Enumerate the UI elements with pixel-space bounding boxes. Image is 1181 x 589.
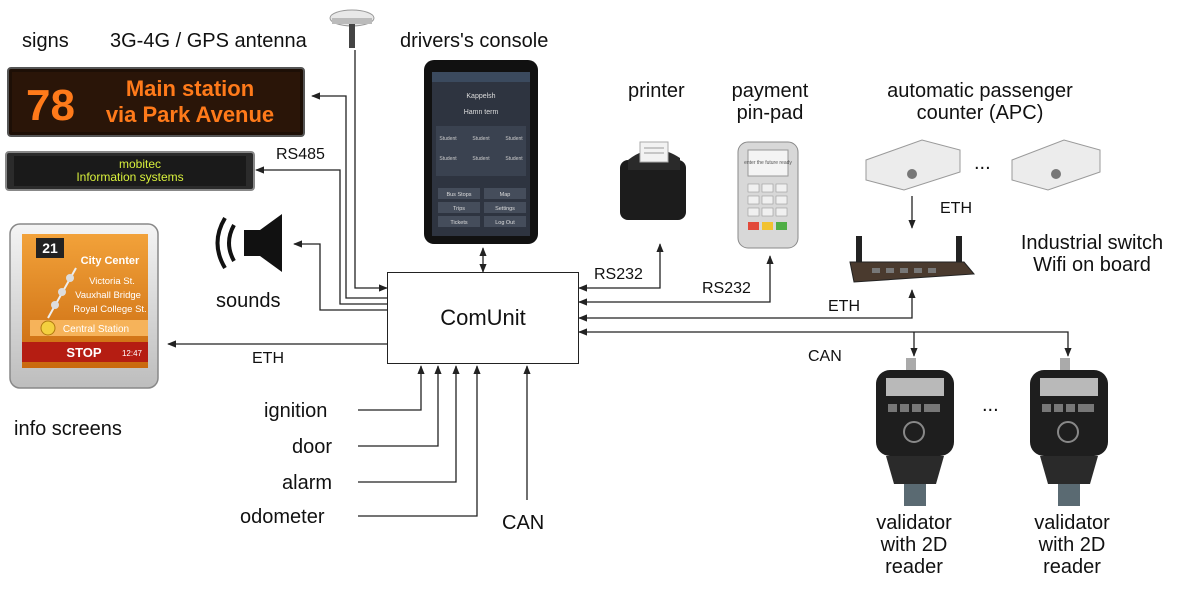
info-screen-stop-2: Vauxhall Bridge: [75, 290, 141, 301]
info-screen-device: 21 City Center Victoria St. Vauxhall Bri…: [9, 223, 159, 389]
comunit-box: ComUnit: [387, 272, 579, 364]
console-button-trips: Trips: [453, 206, 465, 212]
pinpad-screen-text: enter the future ready: [744, 160, 792, 166]
label-can-validators: CAN: [808, 348, 842, 365]
console-tile-6: Student: [505, 156, 523, 162]
label-validator-ellipsis: ...: [982, 394, 999, 416]
console-tile-1: Student: [439, 136, 457, 142]
console-tile-4: Student: [439, 156, 457, 162]
label-rs232-pinpad: RS232: [702, 280, 751, 297]
label-validator-1-line-2: with 2D: [880, 534, 948, 556]
label-door: door: [292, 436, 333, 458]
console-button-bus-stops: Bus Stops: [446, 192, 471, 198]
console-subtitle: Hamn term: [464, 109, 499, 116]
led-sign-main: 78 Main station via Park Avenue: [7, 67, 305, 137]
info-screen-time: 12:47: [122, 349, 143, 358]
comunit-label: ComUnit: [440, 305, 526, 330]
label-validator-1: validator with 2D reader: [862, 512, 966, 578]
label-odometer: odometer: [240, 506, 325, 528]
label-printer: printer: [628, 80, 685, 102]
led-sign-side: mobitec Information systems: [5, 151, 255, 191]
sign-line-2: via Park Avenue: [106, 102, 274, 127]
info-screen-destination: City Center: [81, 255, 140, 267]
label-eth-switch: ETH: [828, 298, 860, 315]
label-info-screens: info screens: [14, 418, 122, 440]
label-payment-line-1: payment: [731, 80, 809, 102]
edge-odometer: [358, 365, 481, 517]
edge-door: [358, 365, 442, 447]
label-eth-info: ETH: [252, 350, 284, 367]
label-validator-2-line-1: validator: [1034, 512, 1110, 534]
router-device: [849, 236, 976, 283]
label-validator-2: validator with 2D reader: [1020, 512, 1124, 578]
label-sounds: sounds: [216, 290, 281, 312]
label-payment: payment pin-pad: [722, 80, 818, 124]
apc-sensor-1: [865, 139, 961, 191]
console-button-map: Map: [500, 192, 511, 198]
edge-sign-main: [311, 92, 387, 299]
printer-device: [620, 141, 686, 220]
label-validator-1-line-3: reader: [885, 556, 943, 578]
info-screen-stop-3: Royal College St.: [73, 304, 146, 315]
console-tile-5: Student: [472, 156, 490, 162]
info-screen-status: STOP: [66, 345, 101, 360]
console-title: Kappelsh: [466, 93, 495, 100]
console-button-settings: Settings: [495, 206, 515, 212]
label-signs: signs: [22, 30, 69, 52]
console-button-log-out: Log Out: [495, 220, 515, 226]
label-switch-line-2: Wifi on board: [1033, 254, 1151, 276]
label-console: drivers's console: [400, 30, 549, 52]
label-alarm: alarm: [282, 472, 333, 494]
driver-console-device: Kappelsh Hamn term Student Student Stude…: [424, 60, 538, 244]
label-rs485: RS485: [276, 146, 325, 163]
info-screen-number: 21: [42, 240, 58, 256]
label-switch: Industrial switch Wifi on board: [1006, 232, 1178, 276]
edge-switch: [578, 289, 916, 322]
validator-device-2: [1030, 358, 1108, 506]
edge-can-bus: [578, 328, 1072, 357]
speaker-icon: [215, 214, 282, 272]
console-button-tickets: Tickets: [450, 220, 467, 226]
side-sign-line-2: Information systems: [76, 170, 183, 184]
label-eth-apc: ETH: [940, 200, 972, 217]
console-tile-2: Student: [472, 136, 490, 142]
label-apc-ellipsis: ...: [974, 152, 991, 174]
info-screen-current-stop: Central Station: [63, 324, 129, 335]
label-apc: automatic passenger counter (APC): [860, 80, 1100, 124]
payment-pinpad-device: enter the future ready: [737, 141, 799, 249]
label-antenna: 3G-4G / GPS antenna: [110, 30, 307, 52]
label-validator-1-line-1: validator: [876, 512, 952, 534]
label-can-input: CAN: [502, 512, 545, 534]
label-switch-line-1: Industrial switch: [1020, 232, 1164, 254]
label-ignition: ignition: [264, 400, 328, 422]
label-rs232-printer: RS232: [594, 266, 643, 283]
edge-sounds: [293, 240, 387, 311]
sign-line-1: Main station: [126, 76, 254, 101]
label-validator-2-line-3: reader: [1043, 556, 1101, 578]
edge-ignition: [358, 365, 425, 411]
apc-sensor-2: [1011, 139, 1101, 191]
edge-alarm: [358, 365, 460, 483]
side-sign-line-1: mobitec: [119, 157, 161, 171]
gps-antenna-icon: [329, 9, 375, 48]
label-apc-line-2: counter (APC): [916, 102, 1044, 124]
label-apc-line-1: automatic passenger: [887, 80, 1073, 102]
console-tile-3: Student: [505, 136, 523, 142]
edge-antenna: [354, 50, 388, 292]
sign-route-number: 78: [26, 81, 75, 130]
info-screen-stop-1: Victoria St.: [89, 276, 135, 287]
edge-sign-side: [255, 166, 387, 305]
label-validator-2-line-2: with 2D: [1038, 534, 1106, 556]
label-payment-line-2: pin-pad: [736, 102, 804, 124]
validator-device-1: [876, 358, 954, 506]
